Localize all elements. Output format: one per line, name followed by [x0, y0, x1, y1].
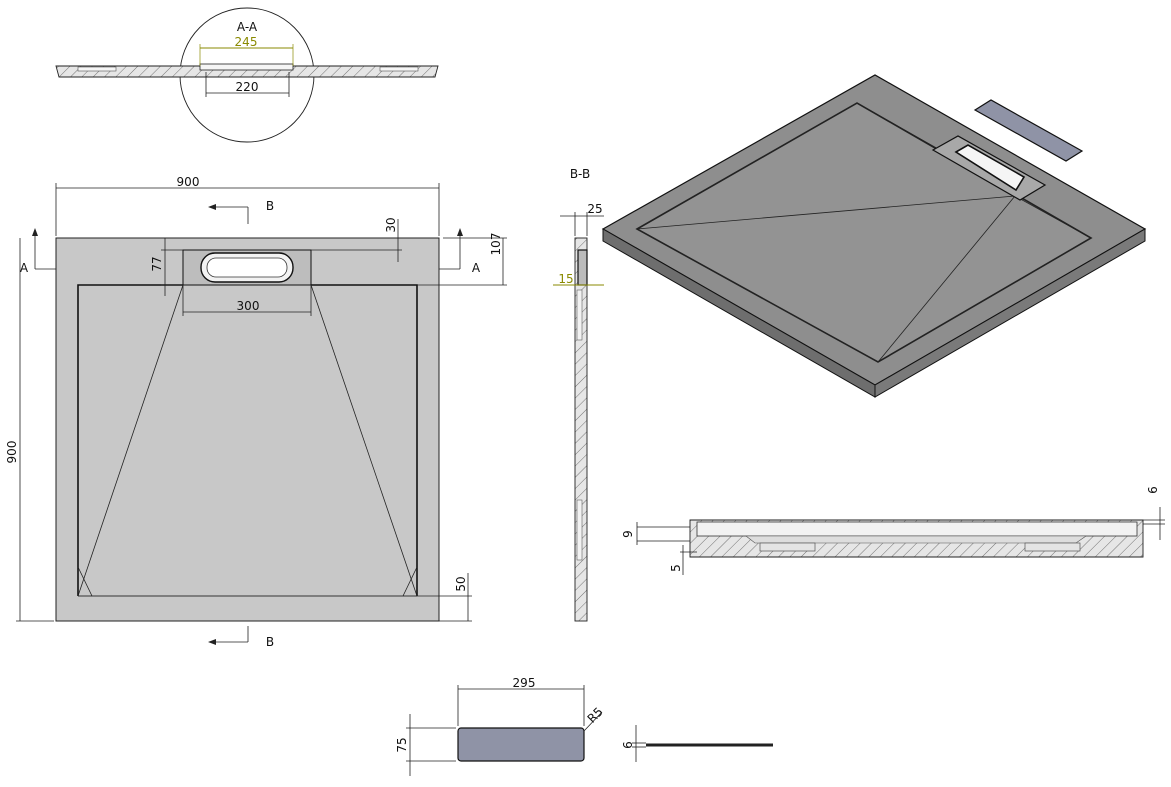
section-aa-channel [199, 63, 294, 71]
section-aa-profile [55, 65, 439, 78]
dim-220-label: 220 [236, 80, 259, 94]
edge-section-view: 6 9 5 [621, 486, 1165, 575]
dim-107-label: 107 [489, 233, 503, 256]
dim-25-label: 25 [587, 202, 602, 216]
section-marker-a-right: A [472, 261, 481, 275]
dim-900-height-label: 900 [5, 441, 19, 464]
dim-9-label: 9 [621, 530, 635, 538]
dim-245-label: 245 [235, 35, 258, 49]
section-marker-a-left: A [20, 261, 29, 275]
section-marker-b-top: B [266, 199, 274, 213]
dim-5-label: 5 [669, 564, 683, 572]
isometric-view [601, 74, 1147, 398]
dim-6-label: 6 [1146, 486, 1160, 494]
radius-leader [583, 711, 603, 732]
plan-view: 900 900 A A B B 30 107 77 [5, 175, 507, 649]
dim-300-label: 300 [237, 299, 260, 313]
inner-rim-left [77, 284, 183, 596]
radius-label: R5 [585, 705, 606, 726]
dim-15-label: 15 [558, 272, 573, 286]
cover-plate-view: 295 75 R5 6 [395, 676, 773, 776]
tray-outline [55, 237, 440, 622]
section-bb-title: B-B [570, 167, 590, 181]
dim-thickness-label: 6 [621, 741, 635, 749]
dim-75-label: 75 [395, 737, 409, 752]
section-bb-channel [577, 249, 588, 286]
section-marker-b-bottom: B [266, 635, 274, 649]
dim-295-label: 295 [513, 676, 536, 690]
iso-cover-plate [973, 99, 1084, 162]
section-aa-view: A-A 245 220 [55, 7, 439, 143]
dim-900-width-label: 900 [177, 175, 200, 189]
slope-line-left [77, 284, 184, 597]
iso-tray-side-right [874, 228, 1146, 398]
dim-77-label: 77 [150, 256, 164, 271]
section-aa-title: A-A [237, 20, 258, 34]
section-bb-view: B-B 25 15 [553, 167, 604, 622]
section-aa-recess-left [77, 66, 117, 72]
cover-plate-shape [457, 727, 585, 762]
iso-inner-basin [635, 102, 1093, 363]
dim-30-label: 30 [384, 217, 398, 232]
slope-line-right [310, 284, 418, 597]
iso-drain-opening [954, 144, 1026, 192]
dim-50-label: 50 [454, 576, 468, 591]
section-aa-recess-right [379, 66, 419, 72]
